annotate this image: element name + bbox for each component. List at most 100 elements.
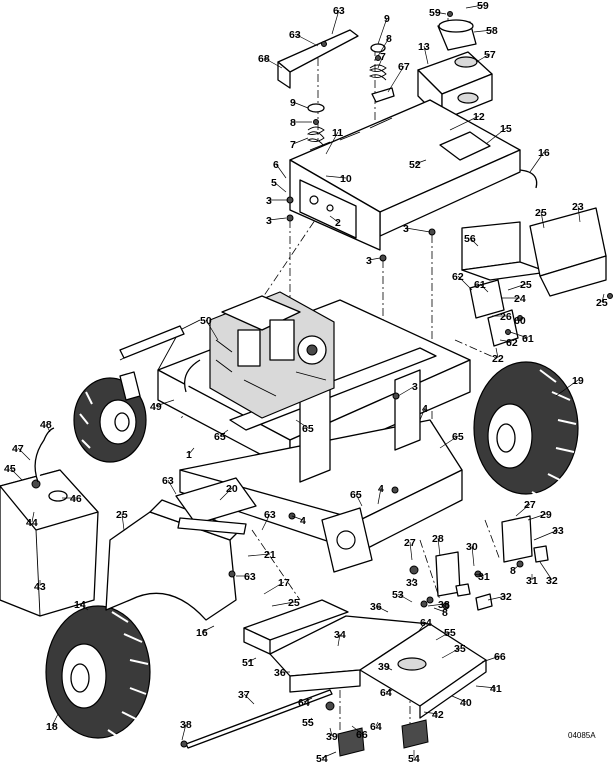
engine-assembly bbox=[183, 291, 335, 419]
callout-leader-25 bbox=[271, 601, 295, 607]
callout-61: 61 bbox=[522, 333, 534, 345]
callout-leader-27 bbox=[409, 541, 413, 561]
callout-leader-29 bbox=[527, 513, 547, 521]
callout-leader-25 bbox=[507, 283, 527, 291]
callout-leader-25 bbox=[121, 513, 125, 531]
fasteners bbox=[228, 41, 613, 711]
callout-65: 65 bbox=[214, 431, 226, 443]
callout-1: 1 bbox=[186, 449, 192, 461]
callout-58: 58 bbox=[486, 25, 498, 37]
callout-64: 64 bbox=[370, 721, 382, 733]
callout-leader-59 bbox=[465, 4, 484, 9]
callout-leader-51 bbox=[247, 657, 257, 663]
callout-leader-37 bbox=[243, 693, 255, 705]
callout-leader-11 bbox=[325, 131, 339, 155]
cup-holder bbox=[437, 11, 478, 68]
callout-63: 63 bbox=[264, 509, 276, 521]
side-cover-panels bbox=[461, 207, 607, 297]
callout-52: 52 bbox=[409, 159, 421, 171]
callout-28: 28 bbox=[432, 533, 444, 545]
callout-31: 31 bbox=[526, 575, 538, 587]
callout-14: 14 bbox=[74, 599, 86, 611]
callout-60: 60 bbox=[514, 315, 526, 327]
callout-leader-50 bbox=[205, 319, 219, 341]
callout-leader-66 bbox=[351, 725, 363, 735]
callout-leader-61 bbox=[479, 283, 489, 293]
callout-67: 67 bbox=[398, 61, 410, 73]
callout-66: 66 bbox=[356, 729, 368, 741]
callout-63: 63 bbox=[333, 5, 345, 17]
callout-leader-63 bbox=[167, 479, 177, 495]
callout-leader-25 bbox=[601, 293, 605, 303]
callout-leader-65 bbox=[439, 435, 459, 449]
callout-leader-9 bbox=[292, 101, 309, 109]
callout-23: 23 bbox=[572, 201, 584, 213]
callout-15: 15 bbox=[500, 123, 512, 135]
callout-leader-20 bbox=[219, 487, 233, 501]
callout-leader-15 bbox=[485, 127, 507, 145]
callout-12: 12 bbox=[473, 111, 485, 123]
callout-65: 65 bbox=[452, 431, 464, 443]
callout-leader-16 bbox=[201, 625, 215, 633]
callout-48: 48 bbox=[40, 419, 52, 431]
callout-leader-39 bbox=[383, 665, 393, 671]
callout-3: 3 bbox=[266, 215, 272, 227]
callout-leader-45 bbox=[9, 467, 23, 481]
part-callouts: 6363689876759595813579871215111661052533… bbox=[4, 0, 608, 765]
callout-leader-65 bbox=[219, 429, 229, 437]
callout-41: 41 bbox=[490, 683, 502, 695]
callout-leader-65 bbox=[295, 419, 309, 429]
callout-leader-39 bbox=[329, 727, 333, 737]
callout-2: 2 bbox=[335, 217, 341, 229]
callout-leader-54 bbox=[321, 751, 337, 759]
callout-leader-36 bbox=[375, 605, 389, 613]
callout-11: 11 bbox=[332, 127, 343, 139]
callout-leader-19 bbox=[555, 379, 579, 397]
callout-7: 7 bbox=[290, 139, 296, 151]
callout-31: 31 bbox=[478, 571, 490, 583]
callout-17: 17 bbox=[278, 577, 290, 589]
callout-leader-33 bbox=[533, 529, 559, 541]
control-brackets bbox=[435, 515, 549, 611]
seat-support-bracket bbox=[277, 29, 359, 89]
callout-63: 63 bbox=[244, 571, 256, 583]
callout-33: 33 bbox=[406, 577, 418, 589]
callout-19: 19 bbox=[572, 375, 584, 387]
callout-leader-32 bbox=[539, 561, 553, 581]
callout-54: 54 bbox=[408, 753, 420, 765]
callout-43: 43 bbox=[34, 581, 46, 593]
callout-leader-58 bbox=[473, 29, 493, 33]
callout-leader-14 bbox=[79, 603, 89, 611]
callout-3: 3 bbox=[403, 223, 409, 235]
callout-13: 13 bbox=[418, 41, 430, 53]
callout-3: 3 bbox=[412, 381, 418, 393]
callout-22: 22 bbox=[492, 353, 504, 365]
floor-pan bbox=[243, 596, 487, 719]
callout-leader-68 bbox=[263, 57, 283, 69]
callout-40: 40 bbox=[460, 697, 472, 709]
callout-leader-38 bbox=[427, 603, 445, 607]
callout-66: 66 bbox=[494, 651, 506, 663]
callout-29: 29 bbox=[540, 509, 552, 521]
callout-53: 53 bbox=[392, 589, 404, 601]
callout-8: 8 bbox=[510, 565, 516, 577]
callout-37: 37 bbox=[238, 689, 250, 701]
callout-leader-22 bbox=[495, 347, 499, 359]
callout-64: 64 bbox=[420, 617, 432, 629]
callout-4: 4 bbox=[378, 483, 384, 495]
callout-8: 8 bbox=[442, 607, 448, 619]
callout-leader-64 bbox=[303, 697, 313, 703]
callout-32: 32 bbox=[500, 591, 512, 603]
callout-9: 9 bbox=[384, 13, 390, 25]
foot-pedals bbox=[337, 719, 429, 757]
callout-5: 5 bbox=[271, 177, 277, 189]
callout-leader-8 bbox=[377, 37, 390, 57]
callout-34: 34 bbox=[334, 629, 346, 641]
callout-30: 30 bbox=[466, 541, 478, 553]
callout-leader-42 bbox=[423, 711, 439, 715]
callout-leader-63 bbox=[331, 9, 340, 35]
callout-leader-47 bbox=[17, 447, 31, 461]
callout-62: 62 bbox=[506, 337, 518, 349]
callout-44: 44 bbox=[26, 517, 38, 529]
callout-leader-55 bbox=[307, 717, 313, 723]
